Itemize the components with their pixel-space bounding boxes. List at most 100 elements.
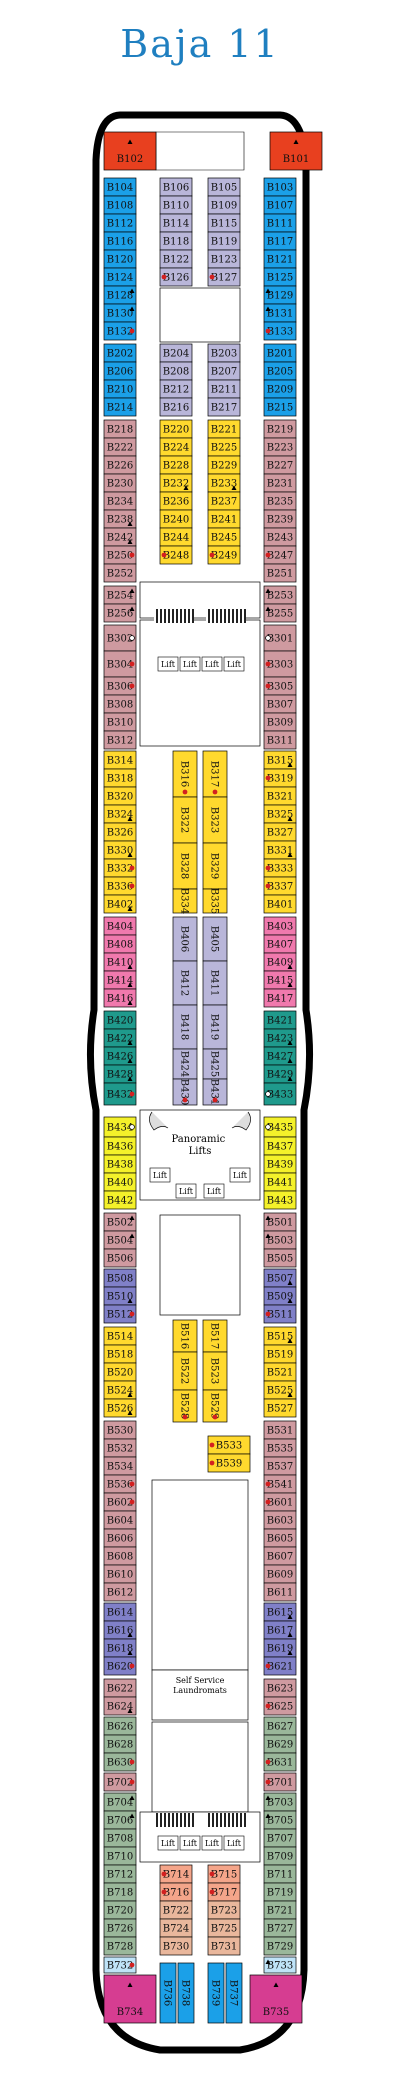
cabin-b414[interactable]: B414 — [103, 970, 137, 990]
cabin-b541[interactable]: B541 — [263, 1474, 297, 1494]
cabin-b430[interactable]: B430 — [172, 1078, 198, 1106]
cabin-b302[interactable]: B302 — [103, 624, 137, 652]
cabin-b240[interactable]: B240 — [159, 509, 193, 529]
cabin-b727[interactable]: B727 — [263, 1918, 297, 1938]
cabin-b532[interactable]: B532 — [103, 1438, 137, 1458]
cabin-b408[interactable]: B408 — [103, 934, 137, 954]
cabin-b617[interactable]: B617 — [263, 1620, 297, 1640]
cabin-b534[interactable]: B534 — [103, 1456, 137, 1476]
cabin-b739[interactable]: B739 — [207, 1962, 225, 2024]
cabin-b108[interactable]: B108 — [103, 195, 137, 215]
cabin-b440[interactable]: B440 — [103, 1172, 137, 1192]
cabin-b731[interactable]: B731 — [207, 1936, 241, 1956]
cabin-b735[interactable]: B735 — [249, 1974, 303, 2024]
cabin-b131[interactable]: B131 — [263, 303, 297, 323]
cabin-box[interactable] — [269, 131, 323, 171]
cabin-box[interactable] — [202, 842, 228, 890]
cabin-b226[interactable]: B226 — [103, 455, 137, 475]
cabin-b243[interactable]: B243 — [263, 527, 297, 547]
cabin-b708[interactable]: B708 — [103, 1828, 137, 1848]
cabin-b237[interactable]: B237 — [207, 491, 241, 511]
cabin-b405[interactable]: B405 — [202, 916, 228, 962]
cabin-b407[interactable]: B407 — [263, 934, 297, 954]
cabin-b521[interactable]: B521 — [263, 1362, 297, 1382]
cabin-box[interactable] — [263, 1304, 297, 1324]
cabin-b228[interactable]: B228 — [159, 455, 193, 475]
cabin-b117[interactable]: B117 — [263, 231, 297, 251]
cabin-b125[interactable]: B125 — [263, 267, 297, 287]
cabin-b711[interactable]: B711 — [263, 1864, 297, 1884]
cabin-b435[interactable]: B435 — [263, 1116, 297, 1138]
cabin-b712[interactable]: B712 — [103, 1864, 137, 1884]
cabin-b307[interactable]: B307 — [263, 694, 297, 714]
cabin-b115[interactable]: B115 — [207, 213, 241, 233]
cabin-b217[interactable]: B217 — [207, 397, 241, 417]
cabin-box[interactable] — [103, 131, 157, 171]
cabin-b512[interactable]: B512 — [103, 1304, 137, 1324]
cabin-box[interactable] — [103, 1582, 137, 1602]
cabin-b723[interactable]: B723 — [207, 1900, 241, 1920]
cabin-box[interactable] — [103, 1956, 137, 1974]
cabin-b245[interactable]: B245 — [207, 527, 241, 547]
cabin-box[interactable] — [263, 730, 297, 750]
cabin-b725[interactable]: B725 — [207, 1918, 241, 1938]
cabin-b707[interactable]: B707 — [263, 1828, 297, 1848]
cabin-b301[interactable]: B301 — [263, 624, 297, 652]
cabin-b536[interactable]: B536 — [103, 1474, 137, 1494]
cabin-b706[interactable]: B706 — [103, 1810, 137, 1830]
cabin-b311[interactable]: B311 — [263, 730, 297, 750]
cabin-b516[interactable]: B516 — [172, 1319, 198, 1353]
cabin-box[interactable] — [159, 545, 193, 565]
cabin-b128[interactable]: B128 — [103, 285, 137, 305]
cabin-box[interactable] — [159, 397, 193, 417]
cabin-b616[interactable]: B616 — [103, 1620, 137, 1640]
cabin-b425[interactable]: B425 — [202, 1048, 228, 1080]
cabin-b102[interactable]: B102 — [103, 131, 157, 171]
cabin-box[interactable] — [172, 1319, 198, 1353]
cabin-box[interactable] — [172, 750, 198, 798]
cabin-b304[interactable]: B304 — [103, 650, 137, 678]
cabin-b604[interactable]: B604 — [103, 1510, 137, 1530]
cabin-b241[interactable]: B241 — [207, 509, 241, 529]
cabin-box[interactable] — [103, 397, 137, 417]
cabin-b522[interactable]: B522 — [172, 1351, 198, 1391]
cabin-box[interactable] — [103, 1190, 137, 1210]
cabin-box[interactable] — [159, 267, 193, 287]
cabin-b720[interactable]: B720 — [103, 1900, 137, 1920]
cabin-b433[interactable]: B433 — [263, 1082, 297, 1106]
cabin-box[interactable] — [103, 321, 137, 341]
cabin-b609[interactable]: B609 — [263, 1564, 297, 1584]
cabin-b535[interactable]: B535 — [263, 1438, 297, 1458]
cabin-box[interactable] — [103, 894, 137, 914]
cabin-b529[interactable]: B529 — [202, 1389, 228, 1423]
cabin-box[interactable] — [103, 1398, 137, 1418]
cabin-b424[interactable]: B424 — [172, 1048, 198, 1080]
cabin-b334[interactable]: B334 — [172, 888, 198, 914]
cabin-b410[interactable]: B410 — [103, 952, 137, 972]
cabin-b508[interactable]: B508 — [103, 1268, 137, 1288]
cabin-b737[interactable]: B737 — [225, 1962, 243, 2024]
cabin-box[interactable] — [177, 1962, 195, 2024]
cabin-b319[interactable]: B319 — [263, 768, 297, 788]
cabin-b322[interactable]: B322 — [172, 796, 198, 844]
cabin-b619[interactable]: B619 — [263, 1638, 297, 1658]
cabin-b201[interactable]: B201 — [263, 343, 297, 363]
cabin-b509[interactable]: B509 — [263, 1286, 297, 1306]
cabin-b439[interactable]: B439 — [263, 1154, 297, 1174]
cabin-b715[interactable]: B715 — [207, 1864, 241, 1884]
cabin-b126[interactable]: B126 — [159, 267, 193, 287]
cabin-box[interactable] — [103, 1082, 137, 1106]
cabin-b502[interactable]: B502 — [103, 1212, 137, 1232]
cabin-box[interactable] — [159, 1936, 193, 1956]
cabin-b602[interactable]: B602 — [103, 1492, 137, 1512]
cabin-b331[interactable]: B331 — [263, 840, 297, 860]
cabin-b238[interactable]: B238 — [103, 509, 137, 529]
cabin-box[interactable] — [202, 916, 228, 962]
cabin-b418[interactable]: B418 — [172, 1004, 198, 1050]
cabin-box[interactable] — [172, 842, 198, 890]
cabin-box[interactable] — [263, 1956, 297, 1974]
cabin-b736[interactable]: B736 — [159, 1962, 177, 2024]
cabin-b111[interactable]: B111 — [263, 213, 297, 233]
cabin-b701[interactable]: B701 — [263, 1772, 297, 1792]
cabin-b501[interactable]: B501 — [263, 1212, 297, 1232]
